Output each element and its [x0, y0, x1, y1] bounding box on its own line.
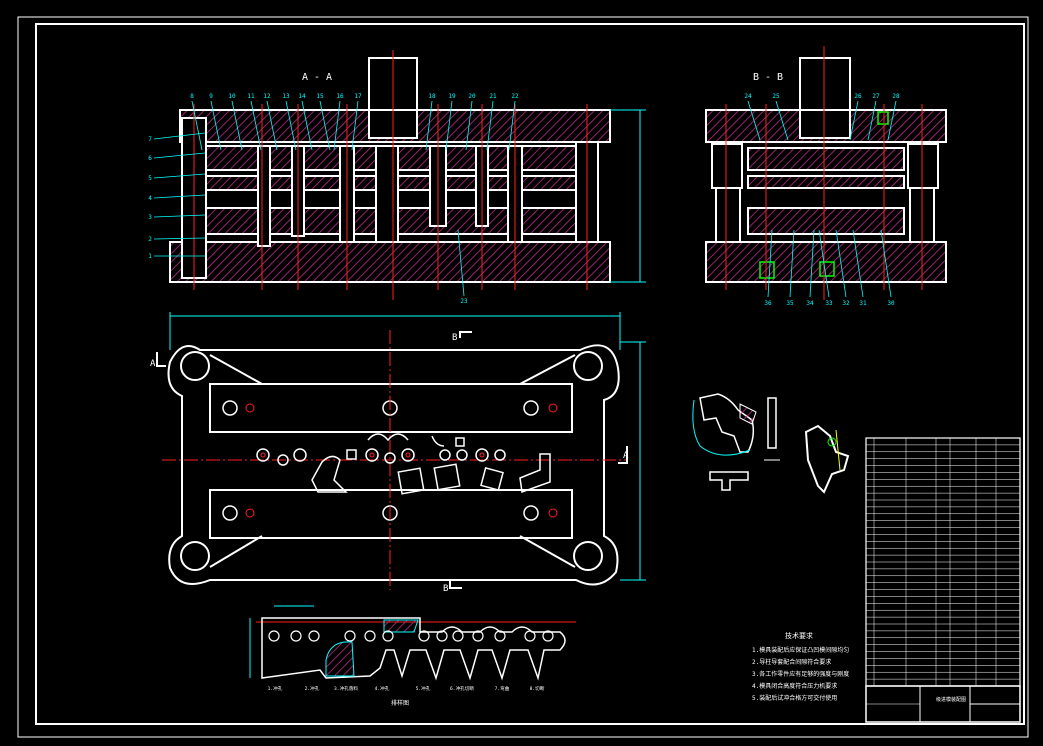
balloon-label: 1 — [148, 253, 152, 260]
part-detail-views — [692, 393, 850, 494]
punch-holder-bb — [747, 147, 905, 171]
part-front-view — [709, 471, 749, 491]
balloon-label: 8 — [190, 93, 194, 100]
balloon-label: 11 — [247, 93, 255, 100]
strip-station-label: 2.冲孔 — [305, 685, 320, 692]
strip-station-label: 3.冲孔落料 — [334, 685, 358, 692]
balloons-bb-bottom: 36 35 34 33 32 31 30 — [764, 229, 895, 307]
balloon-label: 33 — [825, 300, 833, 307]
balloon-label: 17 — [354, 93, 362, 100]
tech-line: 5.装配后试冲合格方可交付使用 — [752, 694, 837, 702]
tech-line: 4.模具闭合高度符合压力机要求 — [752, 682, 837, 690]
strip-station-label: 1.冲孔 — [268, 685, 283, 692]
die-cavities — [256, 433, 551, 495]
section-marker-a-left: A — [150, 359, 156, 369]
section-marker-b-top: B — [452, 333, 457, 343]
section-view-aa: A - A — [148, 50, 646, 305]
balloon-label: 6 — [148, 155, 152, 162]
balloon-label: 4 — [148, 195, 152, 202]
balloons-bb-top: 24 25 26 27 28 — [744, 93, 900, 141]
balloon-label: 28 — [892, 93, 900, 100]
balloon-label: 18 — [428, 93, 436, 100]
balloon-label: 30 — [887, 300, 895, 307]
balloon-label: 20 — [468, 93, 476, 100]
strip-station-label: 8.切断 — [530, 685, 545, 692]
section-marker-b-bottom: B — [443, 584, 448, 594]
balloon-label: 23 — [460, 298, 468, 305]
section-label-bb: B - B — [753, 72, 783, 83]
balloon-label: 7 — [148, 136, 152, 143]
balloon-label: 25 — [772, 93, 780, 100]
width-dimension-plan — [169, 312, 646, 581]
drawing-frame — [17, 16, 1029, 738]
section-view-bb: B - B 24 25 26 27 28 36 35 34 33 32 31 30 — [705, 46, 947, 307]
balloon-label: 35 — [786, 300, 794, 307]
strip-station-labels: 1.冲孔 2.冲孔 3.冲孔落料 4.冲孔 5.冲孔 6.冲孔切断 7.弯曲 8.切断 — [268, 685, 545, 692]
strip-caption: 排样图 — [391, 699, 409, 707]
tech-line: 3.各工作零件应有足够的强度与刚度 — [752, 670, 849, 678]
balloon-label: 2 — [148, 236, 152, 243]
center-lines-bb — [725, 46, 923, 300]
balloon-label: 31 — [859, 300, 867, 307]
balloon-label: 22 — [511, 93, 519, 100]
balloon-label: 10 — [228, 93, 236, 100]
center-lines-aa — [193, 50, 588, 300]
balloon-label: 9 — [209, 93, 213, 100]
lower-die-plate — [169, 241, 611, 283]
guide-rail-bottom — [209, 489, 573, 539]
guide-rail-top — [209, 383, 573, 433]
tech-title: 技术要求 — [785, 631, 813, 640]
balloon-label: 16 — [336, 93, 344, 100]
parts-list-table — [865, 437, 1021, 687]
title-block: 级进模装配图 — [865, 685, 1021, 723]
balloon-label: 21 — [489, 93, 497, 100]
technical-requirements: 技术要求 1.模具装配后应保证凸凹模间隙均匀 2.导柱导套配合间隙符合要求 3.各工… — [752, 631, 849, 702]
strip-station-label: 6.冲孔切断 — [450, 685, 474, 692]
drawing-name: 级进模装配图 — [936, 696, 966, 703]
balloons-aa-top: 8 9 10 11 12 13 14 15 16 17 18 19 20 21 22 — [190, 93, 519, 151]
strip-station-label: 5.冲孔 — [416, 685, 431, 692]
tech-line: 2.导柱导套配合间隙符合要求 — [752, 658, 831, 666]
balloon-label: 32 — [842, 300, 850, 307]
balloon-label: 5 — [148, 175, 152, 182]
part-top-view — [699, 393, 755, 453]
section-label-aa: A - A — [302, 72, 332, 83]
tech-line: 1.模具装配后应保证凸凹模间隙均匀 — [752, 646, 849, 654]
balloon-label: 15 — [316, 93, 324, 100]
balloon-label: 27 — [872, 93, 880, 100]
balloon-label: 24 — [744, 93, 752, 100]
balloon-label: 36 — [764, 300, 772, 307]
height-dimension-aa — [610, 109, 646, 283]
balloon-label: 12 — [263, 93, 271, 100]
strip-station-label: 7.弯曲 — [495, 685, 510, 692]
balloons-aa-left: 7 6 5 4 3 2 1 — [148, 132, 206, 260]
balloon-label: 26 — [854, 93, 862, 100]
die-plate-bb — [747, 207, 905, 235]
balloon-label: 14 — [298, 93, 306, 100]
plan-view-lower-die: A A B B — [150, 312, 646, 594]
part-side-view — [804, 424, 850, 494]
balloon-label: 13 — [282, 93, 290, 100]
balloon-label: 3 — [148, 214, 152, 221]
base-outline — [167, 344, 620, 586]
balloon-label: 34 — [806, 300, 814, 307]
strip-station-label: 4.冲孔 — [375, 685, 390, 692]
strip-layout: 1.冲孔 2.冲孔 3.冲孔落料 4.冲孔 5.冲孔 6.冲孔切断 7.弯曲 8.切断 排样图 — [249, 605, 576, 707]
balloon-label: 19 — [448, 93, 456, 100]
